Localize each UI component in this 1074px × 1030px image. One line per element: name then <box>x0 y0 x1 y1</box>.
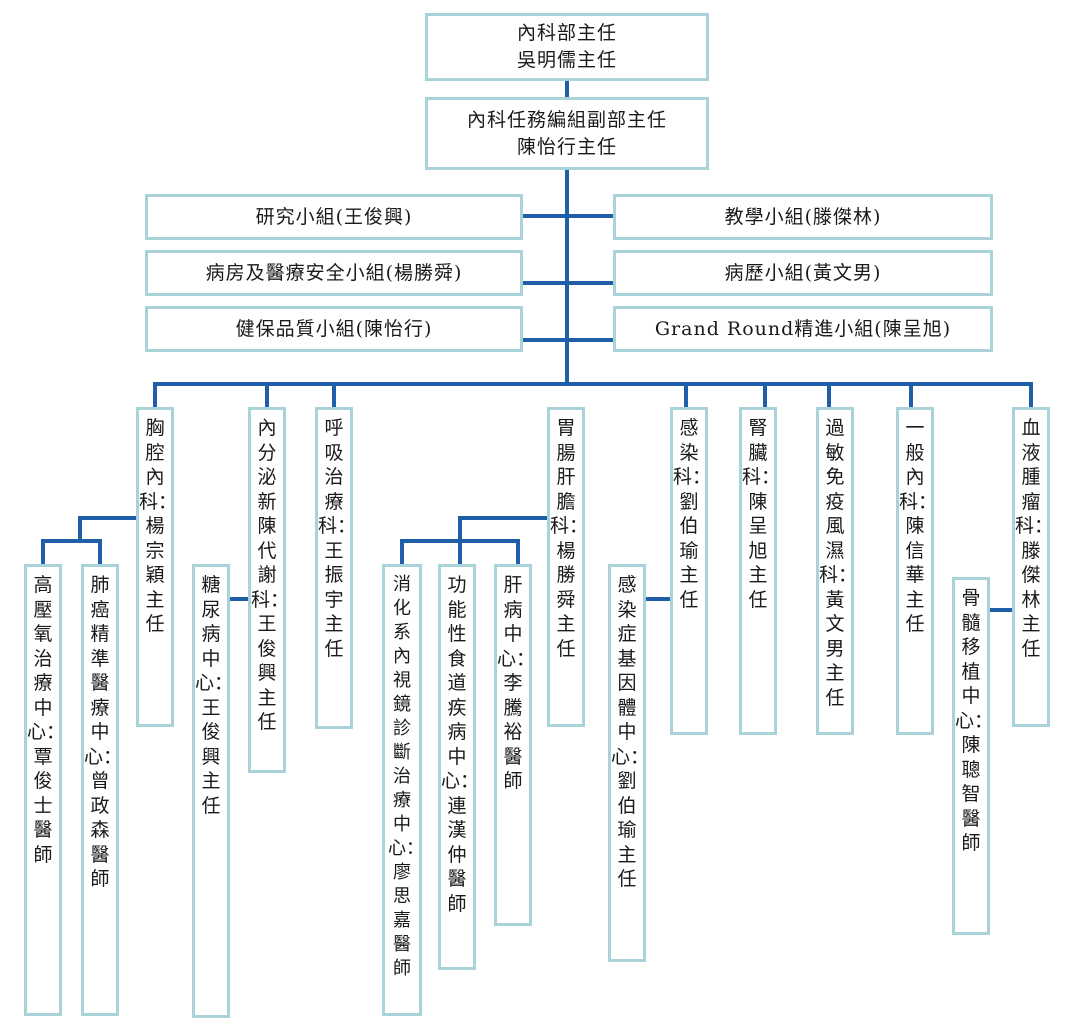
chief-box: 內科部主任 吳明儒主任 <box>425 13 709 81</box>
deputy-box: 內科任務編組副部主任 陳怡行主任 <box>425 97 709 170</box>
group-label: 健保品質小組(陳怡行) <box>235 317 433 340</box>
group-label: 教學小組(滕傑林) <box>724 205 882 228</box>
group-ward-safety: 病房及醫療安全小組(楊勝舜) <box>145 250 523 296</box>
division-infection: 感染科：劉伯瑜主任 <box>670 407 712 735</box>
group-label: 病房及醫療安全小組(楊勝舜) <box>205 261 463 284</box>
division-immunology: 過敏免疫風濕科：黃文男主任 <box>816 407 858 735</box>
chief-name: 吳明儒主任 <box>516 49 617 71</box>
chief-title: 內科部主任 <box>516 22 617 44</box>
center-bone-marrow: 骨髓移植中心：陳聰智醫師 <box>952 577 994 935</box>
division-label: 胃腸肝膽科：楊勝舜主任 <box>550 417 589 660</box>
center-diabetes: 糖尿病中心：王俊興主任 <box>192 564 234 1018</box>
division-label: 一般內科：陳信華主任 <box>899 417 938 635</box>
group-grand-round: Grand Round精進小組(陳呈旭) <box>613 306 993 352</box>
division-nephrology: 腎臟科：陳呈旭主任 <box>739 407 781 735</box>
group-insurance-quality: 健保品質小組(陳怡行) <box>145 306 523 352</box>
division-label: 腎臟科：陳呈旭主任 <box>742 417 781 611</box>
center-label: 糖尿病中心：王俊興主任 <box>195 574 234 817</box>
division-respiratory-therapy: 呼吸治療科：王振宇主任 <box>315 407 357 729</box>
division-label: 感染科：劉伯瑜主任 <box>673 417 712 611</box>
center-label: 感染症基因體中心：劉伯瑜主任 <box>611 574 650 890</box>
center-label: 高壓氧治療中心：覃俊士醫師 <box>27 574 66 866</box>
deputy-title: 內科任務編組副部主任 <box>466 108 667 131</box>
center-infection-genomics: 感染症基因體中心：劉伯瑜主任 <box>608 564 650 962</box>
division-gastro-hepatology: 胃腸肝膽科：楊勝舜主任 <box>547 407 589 727</box>
division-general-medicine: 一般內科：陳信華主任 <box>896 407 938 735</box>
deputy-name: 陳怡行主任 <box>516 135 617 158</box>
center-label: 功能性食道疾病中心：連漢仲醫師 <box>441 574 480 915</box>
group-medical-record: 病歷小組(黃文男) <box>613 250 993 296</box>
center-label: 肺癌精準醫療中心：曾政森醫師 <box>84 574 123 890</box>
group-label: 病歷小組(黃文男) <box>724 261 882 284</box>
center-lung-cancer: 肺癌精準醫療中心：曾政森醫師 <box>81 564 123 1016</box>
group-label: 研究小組(王俊興) <box>255 205 413 228</box>
center-liver: 肝病中心：李騰裕醫師 <box>494 564 536 926</box>
division-label: 血液腫瘤科：滕傑林主任 <box>1015 417 1054 660</box>
division-label: 過敏免疫風濕科：黃文男主任 <box>819 417 858 709</box>
group-label: Grand Round精進小組(陳呈旭) <box>654 317 952 340</box>
center-endoscopy: 消化系內視鏡診斷治療中心：廖思嘉醫師 <box>382 564 424 1016</box>
center-esophageal: 功能性食道疾病中心：連漢仲醫師 <box>438 564 480 970</box>
center-hyperbaric-oxygen: 高壓氧治療中心：覃俊士醫師 <box>24 564 66 1016</box>
division-label: 內分泌新陳代謝科：王俊興主任 <box>251 417 290 733</box>
division-chest: 胸腔內科：楊宗穎主任 <box>136 407 178 727</box>
division-hematology-oncology: 血液腫瘤科：滕傑林主任 <box>1012 407 1054 727</box>
group-research: 研究小組(王俊興) <box>145 194 523 240</box>
division-label: 胸腔內科：楊宗穎主任 <box>139 417 178 635</box>
division-endocrine: 內分泌新陳代謝科：王俊興主任 <box>248 407 290 773</box>
division-label: 呼吸治療科：王振宇主任 <box>318 417 357 660</box>
center-label: 消化系內視鏡診斷治療中心：廖思嘉醫師 <box>388 574 424 979</box>
group-teaching: 教學小組(滕傑林) <box>613 194 993 240</box>
connector-line-group <box>41 79 1033 612</box>
center-label: 肝病中心：李騰裕醫師 <box>497 574 536 792</box>
center-label: 骨髓移植中心：陳聰智醫師 <box>955 587 994 854</box>
